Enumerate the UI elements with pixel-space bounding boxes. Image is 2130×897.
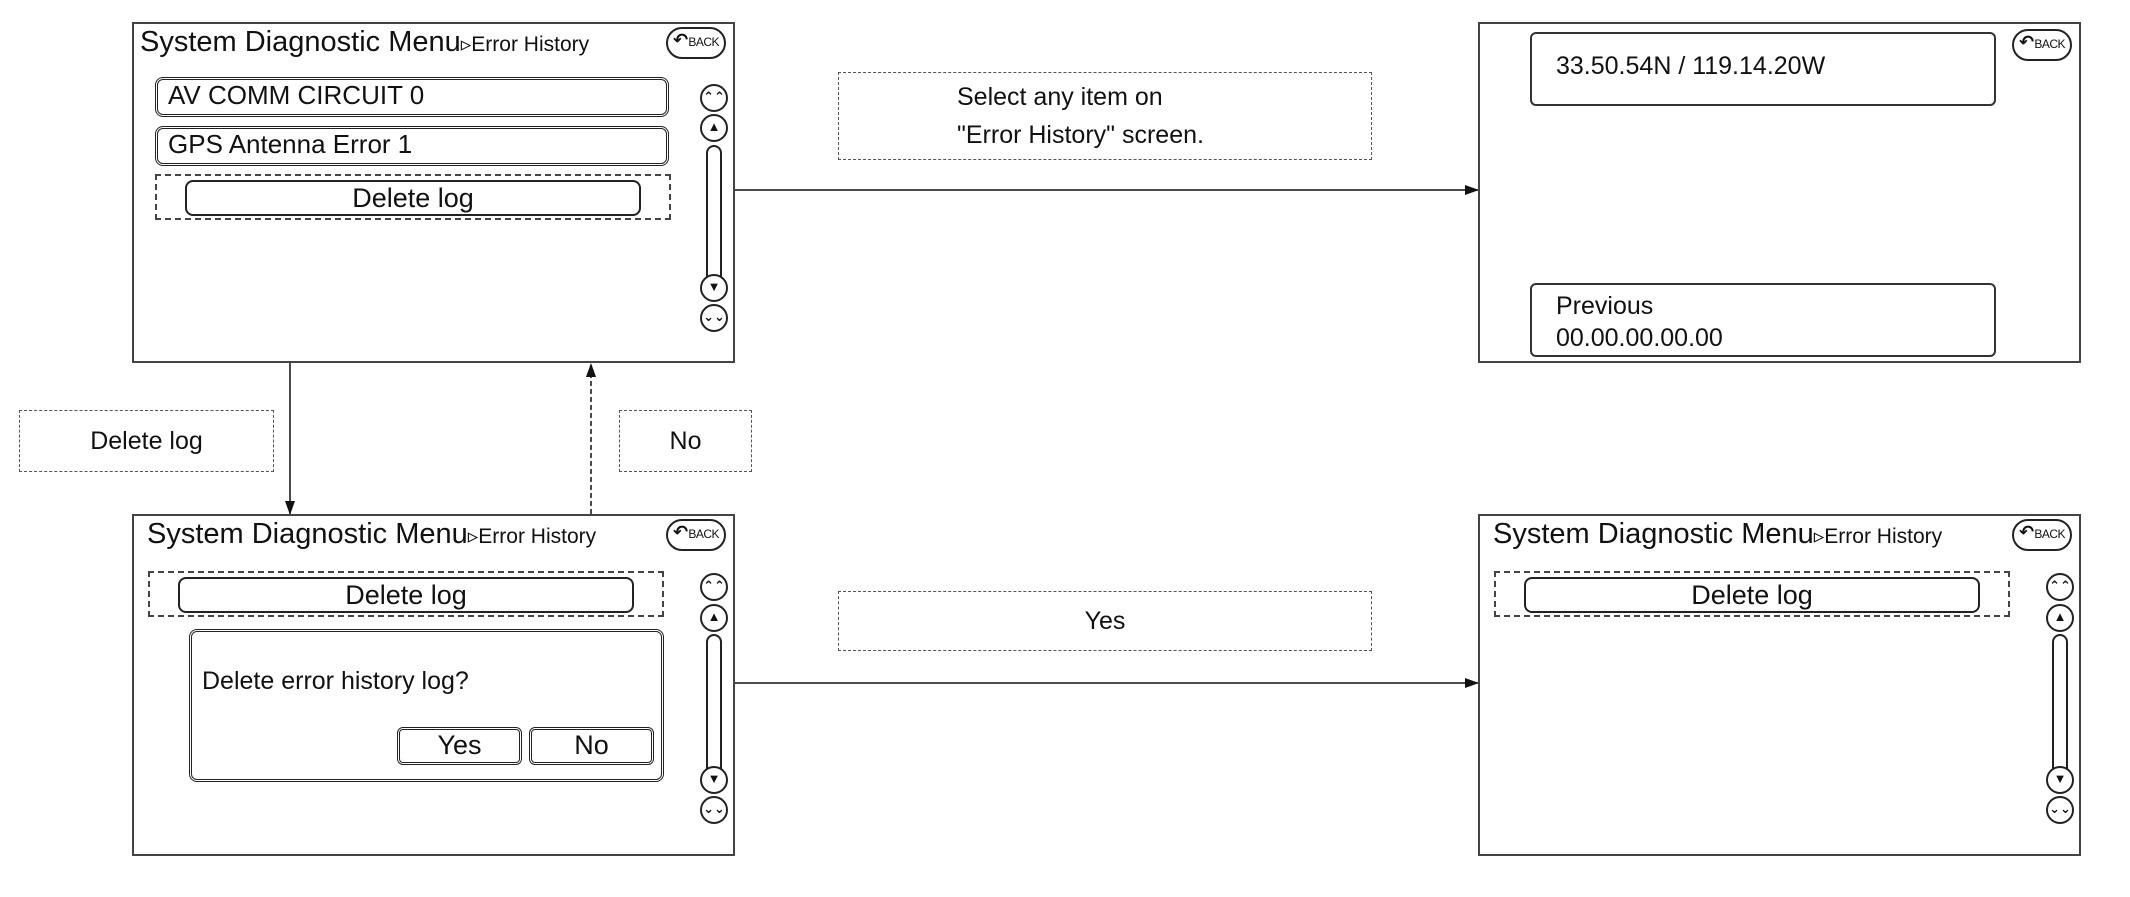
no-button[interactable]: No — [529, 727, 654, 765]
double-chevron-up-icon[interactable]: ⌃⌃ — [2046, 573, 2074, 601]
delete-log-row: Delete log — [148, 571, 664, 617]
double-chevron-down-icon[interactable]: ⌄⌄ — [700, 796, 728, 824]
chevron-down-icon[interactable]: ▼ — [700, 274, 728, 302]
yes-label: Yes — [838, 591, 1372, 651]
screen-delete-confirm: System Diagnostic Menu▹Error History BAC… — [132, 514, 735, 856]
chevron-down-icon[interactable]: ▼ — [2046, 766, 2074, 794]
select-item-note: Select any item on "Error History" scree… — [838, 72, 1372, 160]
coordinates-box: 33.50.54N / 119.14.20W — [1530, 32, 1996, 106]
delete-log-button[interactable]: Delete log — [1524, 577, 1980, 613]
screen-title: System Diagnostic Menu▹Error History — [140, 26, 590, 58]
delete-log-row: Delete log — [155, 174, 671, 220]
list-item-gps-antenna[interactable]: GPS Antenna Error 1 — [155, 126, 669, 166]
back-button[interactable]: BACK — [2012, 519, 2072, 551]
screen-title: System Diagnostic Menu▹Error History — [1493, 518, 1943, 550]
delete-log-row: Delete log — [1494, 571, 2010, 617]
screen-subtitle: ▹Error History — [460, 33, 590, 56]
chevron-up-icon[interactable]: ▲ — [700, 604, 728, 632]
delete-log-label: Delete log — [19, 410, 274, 472]
delete-log-button[interactable]: Delete log — [185, 180, 641, 216]
screen-error-history: System Diagnostic Menu▹Error History BAC… — [132, 22, 735, 363]
delete-log-button[interactable]: Delete log — [178, 577, 634, 613]
double-chevron-up-icon[interactable]: ⌃⌃ — [700, 573, 728, 601]
screen-error-detail: BACK 33.50.54N / 119.14.20W Previous 00.… — [1478, 22, 2081, 363]
scrollbar-track[interactable] — [706, 634, 722, 784]
dialog-message: Delete error history log? — [202, 667, 469, 695]
back-button[interactable]: BACK — [666, 519, 726, 551]
double-chevron-down-icon[interactable]: ⌄⌄ — [700, 304, 728, 332]
screen-subtitle: ▹Error History — [1813, 525, 1943, 548]
double-chevron-down-icon[interactable]: ⌄⌄ — [2046, 796, 2074, 824]
list-item-av-comm[interactable]: AV COMM CIRCUIT 0 — [155, 77, 669, 117]
previous-label: Previous — [1556, 292, 1654, 320]
scrollbar-track[interactable] — [2052, 634, 2068, 784]
screen-after-delete: System Diagnostic Menu▹Error History BAC… — [1478, 514, 2081, 856]
back-button[interactable]: BACK — [2012, 29, 2072, 61]
chevron-up-icon[interactable]: ▲ — [700, 114, 728, 142]
confirm-dialog: Delete error history log? Yes No — [189, 629, 664, 782]
select-note-line1: Select any item on — [957, 83, 1163, 111]
chevron-down-icon[interactable]: ▼ — [700, 766, 728, 794]
previous-box: Previous 00.00.00.00.00 — [1530, 283, 1996, 357]
coordinates-text: 33.50.54N / 119.14.20W — [1556, 52, 1826, 80]
chevron-up-icon[interactable]: ▲ — [2046, 604, 2074, 632]
select-note-line2: "Error History" screen. — [957, 121, 1204, 149]
screen-subtitle: ▹Error History — [467, 525, 597, 548]
previous-value: 00.00.00.00.00 — [1556, 324, 1723, 352]
back-button[interactable]: BACK — [666, 27, 726, 59]
double-chevron-up-icon[interactable]: ⌃⌃ — [700, 84, 728, 112]
no-label: No — [619, 410, 752, 472]
yes-button[interactable]: Yes — [397, 727, 522, 765]
screen-title: System Diagnostic Menu▹Error History — [147, 518, 597, 550]
scrollbar-track[interactable] — [706, 145, 722, 293]
